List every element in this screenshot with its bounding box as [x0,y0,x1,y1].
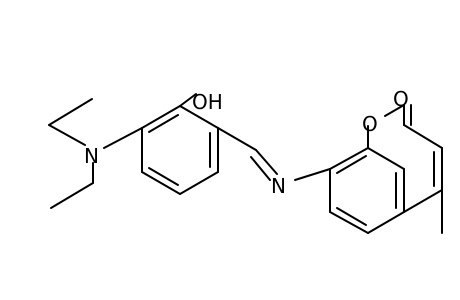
bond-ch-n-double [250,156,271,181]
ring-double-bond-inner [148,167,179,186]
ring-double-bond-inner [148,114,179,133]
imine-nitrogen-label: N [271,174,286,198]
imine-linker [217,127,331,181]
ring-bond [141,171,181,195]
coumarin-benzene-ring [329,147,405,234]
ring-bond [179,171,219,195]
hydroxyl-label: OH [192,90,223,114]
ring-oxygen-label: O [362,112,378,136]
ring-bond [367,147,405,170]
phenol-ring [141,105,219,195]
ring-bond [329,147,369,170]
bond-c-oh [179,93,197,107]
carbonyl-oxygen-label: O [393,87,409,111]
diethylamino-group [48,98,143,209]
ring-bond [403,124,443,149]
bond-n-aryl [103,127,143,149]
bond-n-coumarin [294,168,331,181]
bond-n-ethyl1-ch2 [48,124,86,146]
ring-double-bond-inner [336,207,367,226]
ring-bond [367,211,405,234]
bond-ethyl2-ch2-ch3 [50,182,94,209]
ring-double-bond-inner [336,155,367,174]
amine-nitrogen-label: N [84,144,99,168]
ring-bond [329,211,369,234]
ring-bond [179,105,219,129]
bond-ch-n [255,149,278,175]
pyranone-ring [367,104,443,213]
bond-aryl-ch [217,127,257,151]
ring-bond [403,189,443,213]
bond-ethyl1-ch2-ch3 [48,98,93,126]
bond-oring-carbonyl [384,104,405,117]
ring-bond [141,105,181,129]
